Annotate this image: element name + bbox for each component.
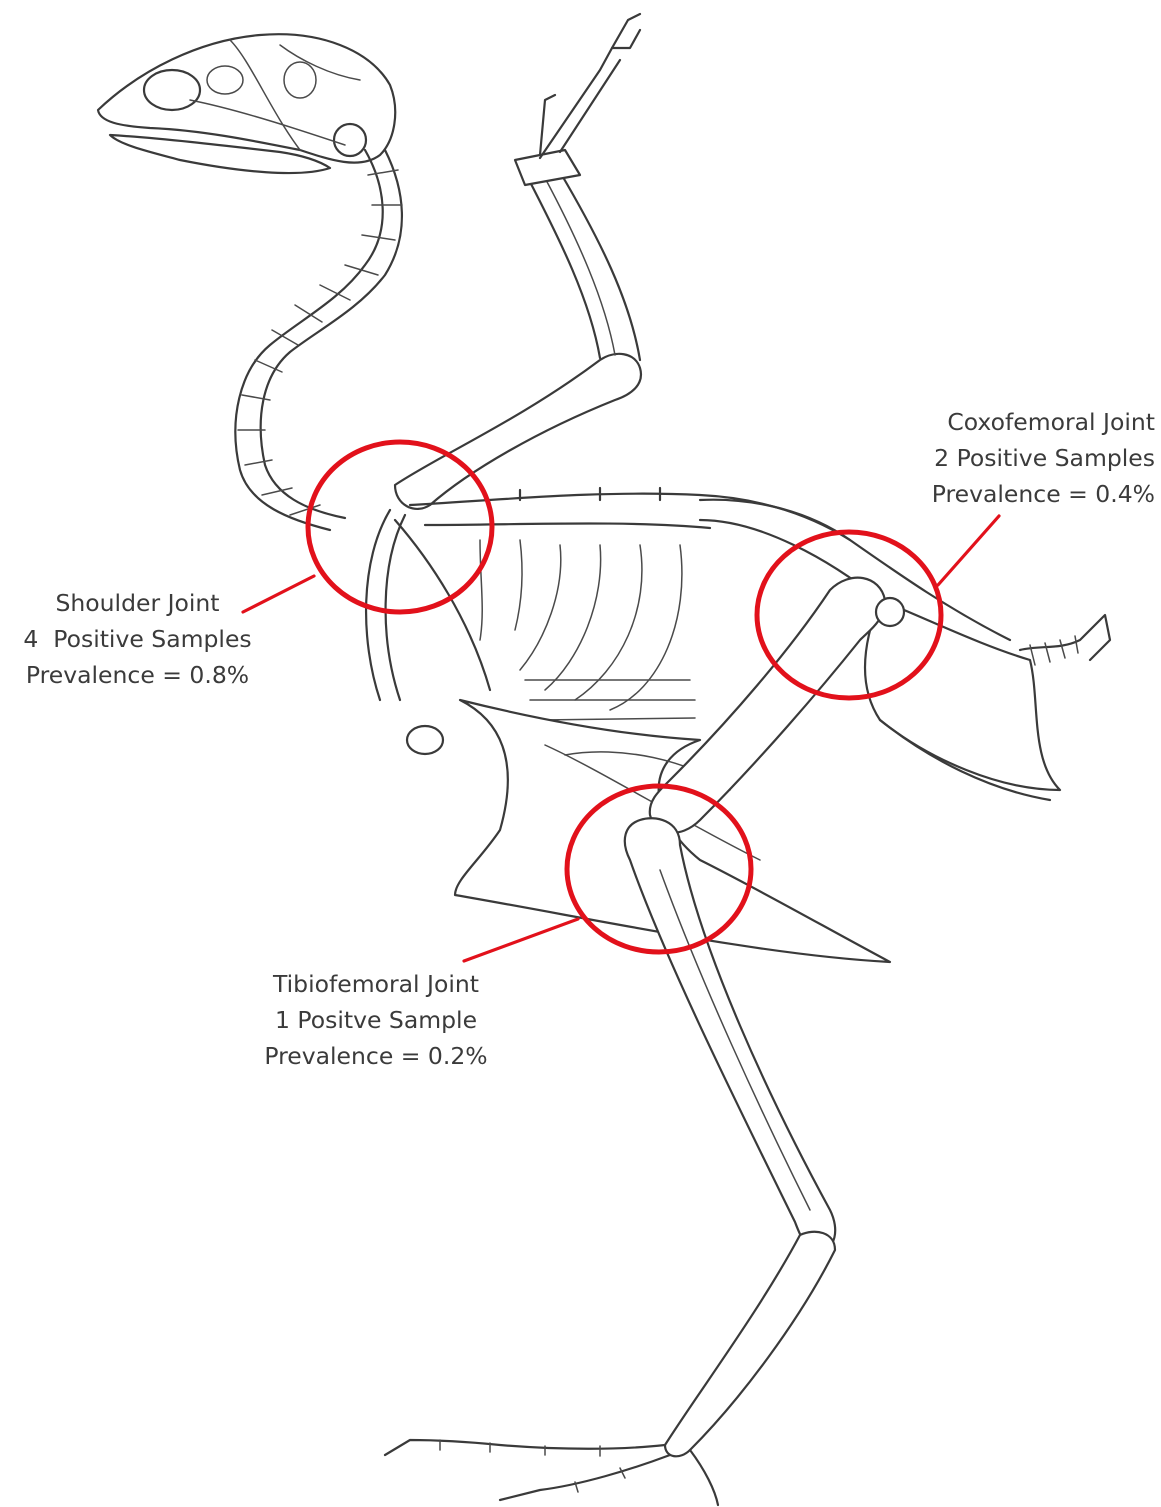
coxofemoral-joint-prevalence: Prevalence = 0.4% <box>880 476 1155 512</box>
shoulder-joint-label: Shoulder Joint 4 Positive Samples Preval… <box>0 585 275 693</box>
tibiofemoral-joint-samples: 1 Positve Sample <box>236 1002 516 1038</box>
shoulder-joint-prevalence: Prevalence = 0.8% <box>0 657 275 693</box>
coxofemoral-joint-samples: 2 Positive Samples <box>880 440 1155 476</box>
shoulder-joint-title: Shoulder Joint <box>0 585 275 621</box>
tibiofemoral-joint-title: Tibiofemoral Joint <box>236 966 516 1002</box>
shoulder-joint-samples: 4 Positive Samples <box>0 621 275 657</box>
tibiofemoral-leader-line <box>464 919 578 961</box>
skull <box>98 34 395 173</box>
coxofemoral-joint-label: Coxofemoral Joint 2 Positive Samples Pre… <box>880 404 1155 512</box>
coxofemoral-joint-title: Coxofemoral Joint <box>880 404 1155 440</box>
tibiofemoral-joint-prevalence: Prevalence = 0.2% <box>236 1038 516 1074</box>
tibiofemoral-joint-label: Tibiofemoral Joint 1 Positve Sample Prev… <box>236 966 516 1074</box>
wing <box>395 14 641 509</box>
coxofemoral-leader-line <box>938 516 999 585</box>
neck-vertebrae <box>235 150 402 530</box>
